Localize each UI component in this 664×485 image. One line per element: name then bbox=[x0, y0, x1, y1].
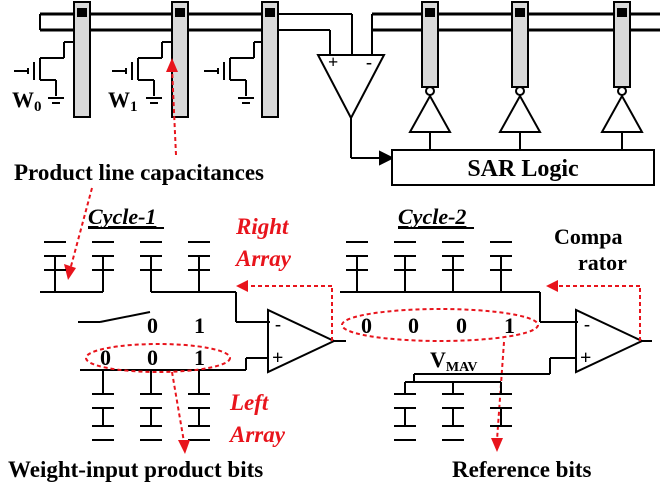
cycle2-label: Cycle-2 bbox=[398, 204, 466, 229]
cycle1-feedback bbox=[236, 280, 333, 341]
reference-bits-arrow bbox=[491, 341, 505, 452]
cycle2-right-array bbox=[340, 241, 578, 323]
cycle2-ref-bit: 0 bbox=[408, 313, 419, 338]
left-array-label-2: Array bbox=[228, 422, 286, 447]
transistors bbox=[14, 14, 262, 104]
sar-logic-label: SAR Logic bbox=[467, 156, 579, 182]
product-line-label: Product line capacitances bbox=[14, 160, 264, 185]
cycle1-left-bit: 0 bbox=[100, 345, 111, 370]
cycle2-ref-bit: 0 bbox=[361, 313, 372, 338]
right-array-label-2: Array bbox=[234, 246, 292, 271]
cycle1-left-arrow bbox=[171, 371, 190, 454]
cycle1-left-bits: 0 0 1 bbox=[100, 345, 205, 370]
cycle1-left-bit: 1 bbox=[194, 345, 205, 370]
comparator-label-2: rator bbox=[578, 250, 627, 275]
cycle2-ref-bits: 0 0 0 1 bbox=[361, 313, 515, 338]
cycle2-left-array bbox=[394, 374, 512, 441]
reference-columns bbox=[408, 1, 644, 150]
reference-bits-label: Reference bits bbox=[452, 457, 591, 482]
product-line-arrows bbox=[64, 58, 178, 280]
cycle1-right-bit: 0 bbox=[147, 313, 158, 338]
cycle2-ref-bit: 0 bbox=[456, 313, 467, 338]
cycle2-comparator-plus: + bbox=[580, 347, 591, 369]
top-comparator-plus: + bbox=[328, 52, 338, 72]
w1-label: W1 bbox=[108, 87, 138, 115]
cycle1-comparator-minus: - bbox=[275, 314, 281, 334]
cycle2-feedback bbox=[546, 280, 641, 341]
cycle1-right-array bbox=[40, 241, 270, 323]
product-columns bbox=[73, 1, 279, 118]
w0-label: W0 bbox=[12, 87, 42, 115]
top-comparator-minus: - bbox=[366, 52, 372, 72]
top-bus bbox=[40, 12, 660, 55]
cycle1-left-bits-highlight bbox=[85, 343, 231, 373]
right-array-label: Right bbox=[235, 214, 289, 239]
cycle1-left-array bbox=[80, 358, 247, 441]
cycle2-comparator-minus: - bbox=[584, 314, 590, 334]
vmav-label: VMAV bbox=[430, 347, 478, 375]
cycle2-ref-bits-highlight bbox=[341, 308, 539, 342]
cycle2-comparator bbox=[414, 308, 652, 375]
weight-input-label: Weight-input product bits bbox=[8, 457, 263, 482]
cycle1-comparator bbox=[246, 308, 346, 374]
sar-logic-box bbox=[391, 149, 655, 186]
cycle1-label: Cycle-1 bbox=[88, 204, 156, 229]
cycle1-comparator-plus: + bbox=[272, 347, 283, 369]
cycle1-left-bit: 0 bbox=[147, 345, 158, 370]
cycle2-ref-bit: 1 bbox=[504, 313, 515, 338]
left-array-label: Left bbox=[229, 390, 269, 415]
comparator-label: Compa bbox=[554, 224, 622, 249]
cycle1-right-bit: 1 bbox=[194, 313, 205, 338]
cycle1-right-bits: 0 1 bbox=[147, 313, 205, 338]
top-comparator bbox=[316, 54, 395, 166]
